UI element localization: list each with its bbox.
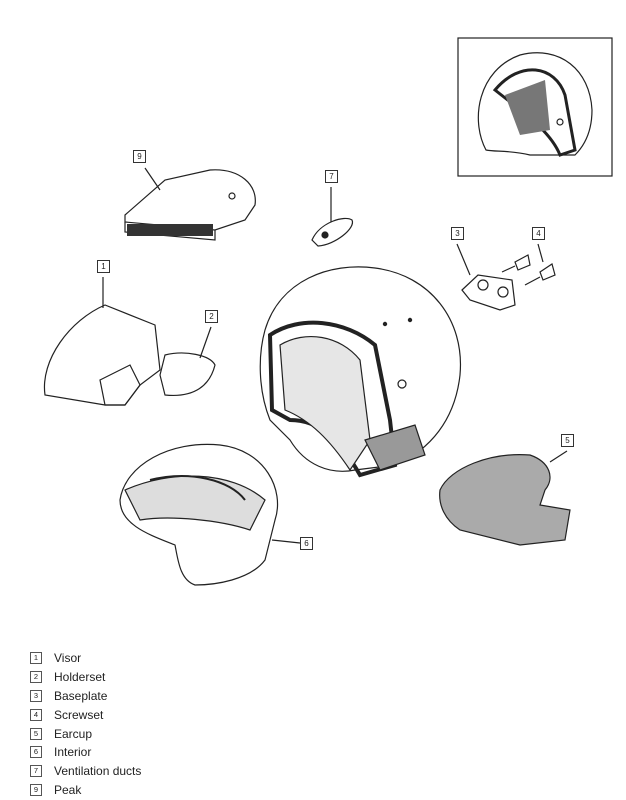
legend-item: 6 Interior xyxy=(30,743,141,762)
callout-6: 6 xyxy=(300,537,313,550)
screwset-part xyxy=(501,243,556,286)
legend-label: Screwset xyxy=(54,707,104,722)
legend-item: 1 Visor xyxy=(30,649,141,668)
ventilation-duct-part xyxy=(311,187,353,247)
legend-number: 4 xyxy=(30,708,42,721)
callout-9: 9 xyxy=(133,150,146,163)
visor-part xyxy=(43,277,161,406)
legend-number: 6 xyxy=(30,746,42,759)
callout-3: 3 xyxy=(451,227,464,240)
parts-legend: 1 Visor 2 Holderset 3 Baseplate 4 Screwset 5… xyxy=(30,649,141,799)
legend-label: Peak xyxy=(54,782,82,797)
legend-label: Visor xyxy=(54,651,82,666)
legend-label: Baseplate xyxy=(54,688,108,703)
legend-label: Ventilation ducts xyxy=(54,764,142,779)
legend-number: 5 xyxy=(30,727,42,740)
callout-2: 2 xyxy=(205,310,218,323)
callout-1: 1 xyxy=(97,260,110,273)
legend-item: 4 Screwset xyxy=(30,705,141,724)
legend-item: 3 Baseplate xyxy=(30,687,141,706)
callout-4: 4 xyxy=(532,227,545,240)
legend-item: 9 Peak xyxy=(30,781,141,800)
legend-label: Interior xyxy=(54,745,92,760)
legend-number: 1 xyxy=(30,652,42,665)
interior-part xyxy=(119,443,301,586)
legend-number: 7 xyxy=(30,765,42,778)
peak-part xyxy=(124,167,256,241)
earcup-part xyxy=(439,450,571,546)
callout-5: 5 xyxy=(561,434,574,447)
legend-number: 2 xyxy=(30,671,42,684)
legend-label: Holderset xyxy=(54,670,106,685)
baseplate-part xyxy=(456,243,516,311)
legend-number: 3 xyxy=(30,689,42,702)
inset-assembled-helmet xyxy=(457,37,613,177)
callout-7: 7 xyxy=(325,170,338,183)
helmet-shell-part xyxy=(259,266,462,478)
legend-item: 5 Earcup xyxy=(30,724,141,743)
legend-number: 9 xyxy=(30,783,42,796)
holderset-part xyxy=(159,326,216,397)
legend-item: 7 Ventilation ducts xyxy=(30,762,141,781)
legend-label: Earcup xyxy=(54,726,93,741)
legend-item: 2 Holderset xyxy=(30,668,141,687)
